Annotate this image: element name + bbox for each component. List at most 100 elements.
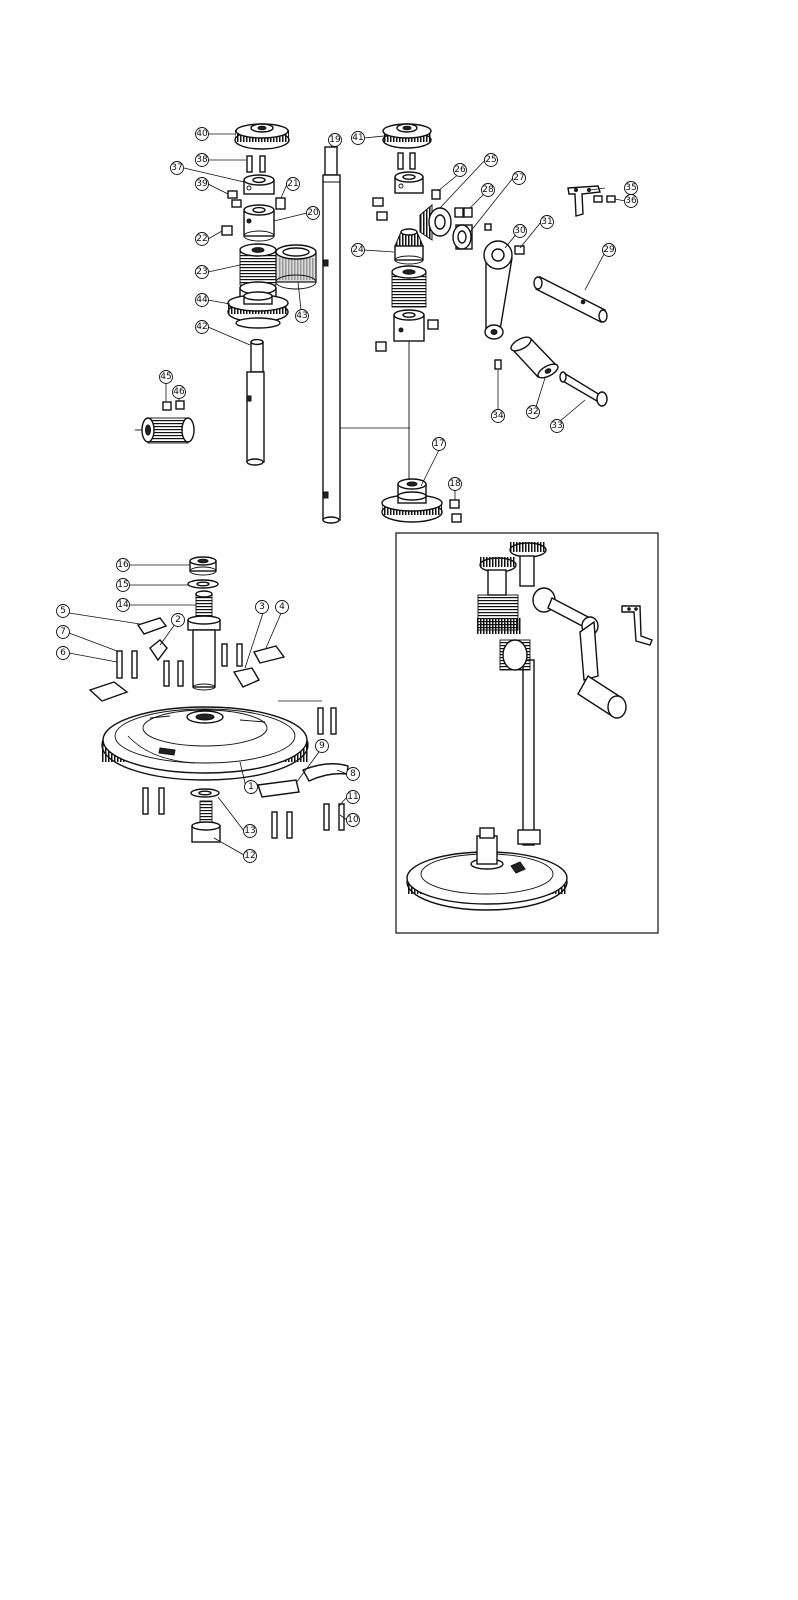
screw-right-a [372, 197, 384, 207]
svg-text:4: 4 [279, 602, 285, 612]
turntable-disc [101, 706, 309, 781]
collar-37 [243, 174, 275, 195]
callout-32: 32 [526, 405, 540, 419]
bolt-33 [559, 371, 608, 407]
svg-text:36: 36 [625, 196, 637, 206]
callout-42: 42 [195, 320, 209, 334]
clamp-3 [232, 667, 261, 688]
callout-22: 22 [195, 232, 209, 246]
svg-text:30: 30 [514, 226, 526, 236]
svg-text:12: 12 [244, 851, 255, 861]
callout-35: 35 [624, 181, 638, 195]
pin-41b [409, 152, 416, 170]
pin-small [484, 223, 492, 231]
svg-text:44: 44 [196, 295, 208, 305]
pin-41a [397, 152, 404, 170]
screw-26 [431, 189, 441, 200]
screw-34 [494, 359, 502, 370]
svg-text:34: 34 [492, 411, 504, 421]
turntable-assembly [88, 556, 349, 843]
svg-text:1: 1 [248, 782, 254, 792]
svg-text:7: 7 [60, 627, 66, 637]
svg-text:6: 6 [60, 648, 66, 658]
screw-28a [454, 207, 464, 218]
screw-22 [221, 225, 233, 236]
callout-28: 28 [481, 183, 495, 197]
gear-44 [227, 281, 289, 329]
collar-20 [243, 204, 275, 242]
callout-11: 11 [346, 790, 360, 804]
svg-text:18: 18 [449, 479, 461, 489]
screw-28b [463, 207, 473, 218]
callout-30: 30 [513, 224, 527, 238]
svg-text:42: 42 [196, 322, 207, 332]
callout-4: 4 [275, 600, 289, 614]
svg-text:19: 19 [329, 135, 341, 145]
callout-7: 7 [56, 625, 70, 639]
callout-46: 46 [172, 385, 186, 399]
svg-text:43: 43 [296, 311, 307, 321]
callout-16: 16 [116, 558, 130, 572]
screw-right-d [375, 341, 387, 352]
clamp-left [88, 681, 129, 702]
svg-text:11: 11 [347, 792, 358, 802]
screw-21 [275, 197, 286, 210]
crank-arm-30 [483, 240, 513, 340]
screw-18b [451, 513, 462, 523]
svg-text:38: 38 [196, 155, 208, 165]
callout-34: 34 [491, 409, 505, 423]
spindle-14 [187, 590, 221, 691]
assembled-view [395, 532, 659, 934]
callout-26: 26 [453, 163, 467, 177]
callout-39: 39 [195, 177, 209, 191]
svg-text:35: 35 [625, 183, 636, 193]
worm-45 [135, 417, 195, 444]
callout-31: 31 [540, 215, 554, 229]
svg-text:14: 14 [117, 600, 129, 610]
svg-text:37: 37 [171, 163, 182, 173]
bracket-35 [567, 185, 616, 217]
callout-21: 21 [286, 177, 300, 191]
gear-41 [382, 123, 432, 149]
svg-text:15: 15 [117, 580, 128, 590]
bevel-gear-24 [394, 228, 424, 265]
bevel-gear-25 [419, 203, 452, 241]
callout-3: 3 [255, 600, 269, 614]
clamp-5 [136, 617, 168, 635]
callout-14: 14 [116, 598, 130, 612]
svg-text:29: 29 [603, 245, 615, 255]
callout-24: 24 [351, 243, 365, 257]
callout-36: 36 [624, 194, 638, 208]
svg-text:24: 24 [352, 245, 364, 255]
clamp-8 [302, 763, 349, 782]
shaft-29 [533, 276, 608, 323]
screw-right-c [427, 319, 439, 330]
callout-29: 29 [602, 243, 616, 257]
callout-5: 5 [56, 604, 70, 618]
svg-text:3: 3 [259, 602, 265, 612]
collar-right-upper [394, 171, 424, 194]
callout-33: 33 [550, 419, 564, 433]
callout-38: 38 [195, 153, 209, 167]
svg-text:31: 31 [541, 217, 552, 227]
screw-46 [175, 400, 185, 410]
collar-right-lower [393, 309, 425, 342]
screw-set [116, 643, 345, 839]
clamp-4 [252, 645, 286, 664]
svg-text:13: 13 [244, 826, 255, 836]
callout-13: 13 [243, 824, 257, 838]
clamp-9 [257, 779, 300, 798]
sleeve-43 [275, 244, 317, 290]
callout-45: 45 [159, 370, 173, 384]
left-shaft-group [135, 123, 317, 466]
svg-text:10: 10 [347, 815, 359, 825]
clamp-2 [149, 639, 168, 662]
svg-text:25: 25 [485, 155, 496, 165]
svg-text:41: 41 [352, 133, 363, 143]
svg-text:27: 27 [513, 173, 524, 183]
right-shaft-group [372, 123, 462, 523]
svg-text:17: 17 [433, 439, 444, 449]
nut-16 [189, 556, 217, 576]
pin-38b [259, 155, 266, 173]
worm-right [391, 265, 427, 308]
